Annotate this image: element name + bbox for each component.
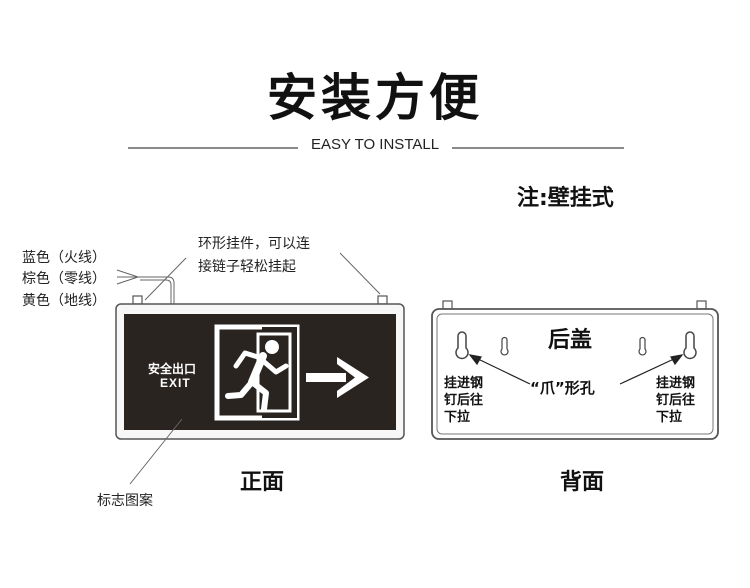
- back-note-right-line-2: 钉后往: [656, 393, 696, 408]
- sign-text-cn: 安全出口: [148, 362, 197, 376]
- rule-left: [128, 147, 298, 149]
- sign-text-en: EXIT: [160, 376, 191, 390]
- ring-hook-note-line-1: 环形挂件，可以连: [198, 236, 310, 252]
- ring-hook-leaders: [144, 252, 381, 301]
- running-man-icon: [225, 340, 289, 412]
- back-note-left-line-2: 钉后往: [444, 393, 484, 408]
- back-note-right-line-1: 挂进钢: [656, 376, 696, 391]
- front-caption: 正面: [240, 470, 285, 495]
- front-panel: [115, 295, 405, 440]
- back-inner-frame: [436, 313, 714, 435]
- keyhole-slot-left-outer: [455, 331, 469, 360]
- back-note-left-line-1: 挂进钢: [444, 376, 484, 391]
- pattern-leader: [129, 418, 183, 485]
- wire-label-blue: 蓝色（火线）: [22, 250, 106, 266]
- back-hanger-left: [442, 300, 453, 310]
- wire-label-yellow: 黄色（地线）: [22, 293, 106, 309]
- back-note-left: 挂进钢 钉后往 下拉: [444, 375, 483, 426]
- pattern-label: 标志图案: [97, 493, 153, 509]
- page-subtitle: EASY TO INSTALL: [310, 136, 440, 153]
- back-caption: 背面: [560, 470, 605, 495]
- back-note-right: 挂进钢 钉后往 下拉: [656, 375, 695, 426]
- keyhole-slot-left-inner: [500, 336, 509, 356]
- mount-note: 注:壁挂式: [517, 186, 614, 211]
- ring-hook-note-line-2: 接链子轻松挂起: [198, 259, 296, 275]
- slot-arrow-right: [619, 354, 684, 385]
- slot-arrow-left: [468, 354, 531, 385]
- wire-leaders: [116, 269, 175, 306]
- exit-arrow-icon: [306, 357, 369, 398]
- wire-label-brown: 棕色（零线）: [22, 271, 106, 287]
- claw-slot-label: “爪”形孔: [530, 379, 595, 397]
- keyhole-slot-right-inner: [638, 336, 647, 356]
- back-hanger-right: [696, 300, 707, 310]
- back-note-right-line-3: 下拉: [656, 410, 683, 425]
- page-title: 安装方便: [267, 69, 483, 127]
- front-hanger-right: [377, 295, 388, 305]
- back-cover-title: 后盖: [548, 328, 593, 353]
- rule-right: [452, 147, 624, 149]
- front-hanger-left: [132, 295, 143, 305]
- back-note-left-line-3: 下拉: [444, 410, 471, 425]
- keyhole-slot-right-outer: [683, 331, 697, 360]
